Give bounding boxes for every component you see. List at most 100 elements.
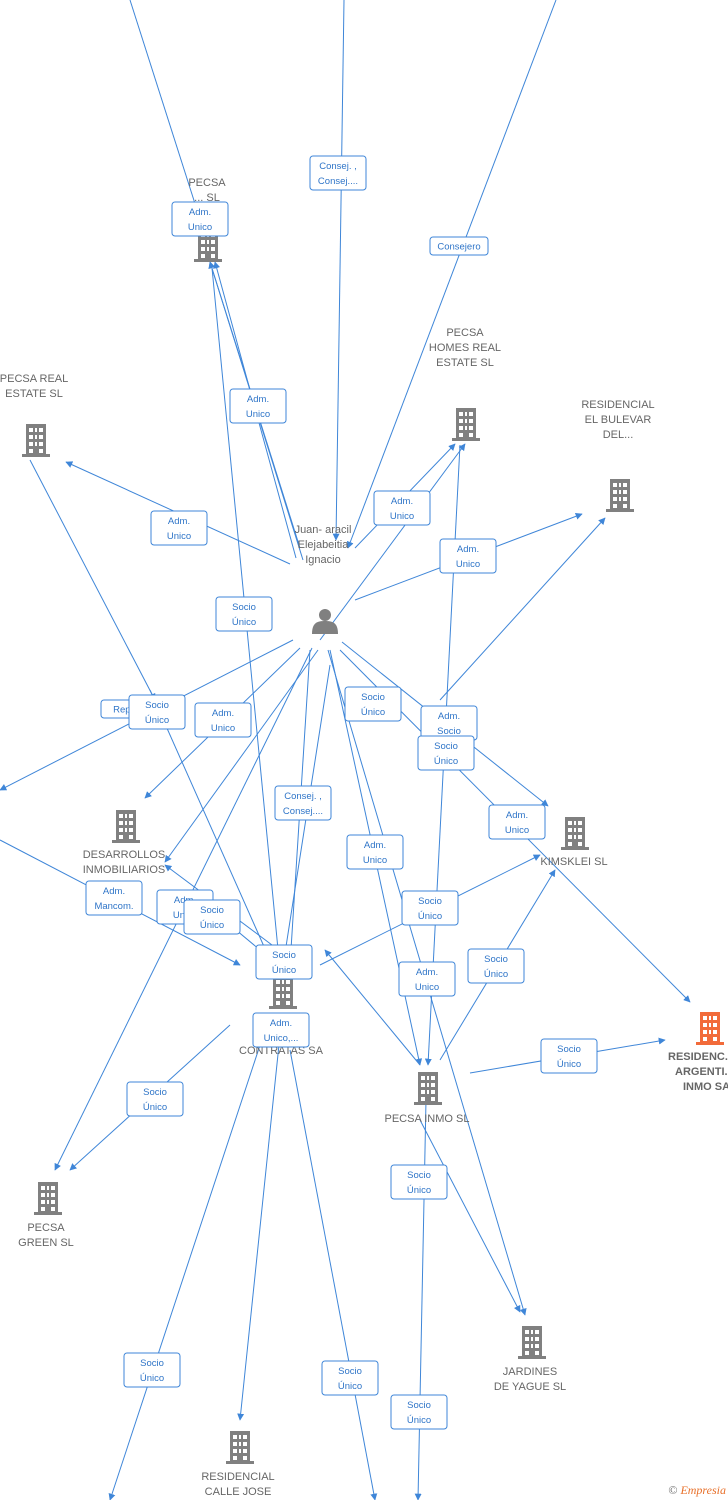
edge-label-box[interactable] [467,948,525,984]
edge-label[interactable]: Consej. ,Consej.... [274,785,332,821]
edge-label-box[interactable] [229,388,287,424]
edge-label[interactable]: Adm.Unico [171,201,229,237]
building-icon[interactable] [226,1431,254,1464]
edge-label[interactable]: Adm.Unico [373,490,431,526]
edge-label-box[interactable] [252,1012,310,1048]
node-label[interactable]: PECSA INMO SL [385,1113,470,1125]
edge-label[interactable]: Consej. ,Consej.... [309,155,367,191]
node-pecsa-sl[interactable]: PECSA... SL [188,177,226,262]
node-label-line: ESTATE SL [436,357,494,369]
edge-label-box[interactable] [373,490,431,526]
edge-label-box[interactable] [274,785,332,821]
building-icon[interactable] [561,817,589,850]
edge-label[interactable]: Adm.Unico,... [252,1012,310,1048]
edge-label[interactable]: Adm.Socio [420,705,478,741]
building-icon[interactable] [22,424,50,457]
edge-label-text: Adm.Unico,... [264,1018,299,1044]
edge-label-box[interactable] [171,201,229,237]
edge-label-box[interactable] [309,155,367,191]
edge-label[interactable]: Adm.Mancom. [85,880,143,916]
edge-label-box[interactable] [390,1394,448,1430]
node-residencial-argentina[interactable]: RESIDENC...ARGENTI...INMO SA [668,1012,728,1093]
edge-label-box[interactable] [183,899,241,935]
edge-label-box[interactable] [401,890,459,926]
edge-label-line: Único [200,920,224,931]
edge-label-box[interactable] [150,510,208,546]
edge-label-text: Adm.Unico [505,810,529,836]
building-icon[interactable] [452,408,480,441]
node-pecsa-inmo[interactable]: PECSA INMO SL [385,1072,470,1125]
edge-label-box[interactable] [255,944,313,980]
edge-label[interactable]: Adm.Unico [346,834,404,870]
edge-label-box[interactable] [398,961,456,997]
node-kimsklei[interactable]: KIMSKLEI SL [540,817,608,868]
edge-label[interactable]: Consejero [429,236,489,256]
edge-label[interactable]: Adm.Unico [488,804,546,840]
edge-label-box[interactable] [321,1360,379,1396]
building-icon[interactable] [518,1326,546,1359]
edge-label-box[interactable] [429,236,489,256]
node-label[interactable]: KIMSKLEI SL [540,856,607,868]
building-icon[interactable] [414,1072,442,1105]
empresia-logo[interactable]: Empresia [680,1483,726,1497]
building-icon[interactable] [34,1182,62,1215]
edge-label-box[interactable] [128,694,186,730]
edge-label-box[interactable] [126,1081,184,1117]
edge-label[interactable]: Adm.Unico [194,702,252,738]
building-icon[interactable] [696,1012,724,1045]
relationship-edge [324,949,421,1066]
edge-label-box[interactable] [540,1038,598,1074]
building-icon[interactable] [606,479,634,512]
edge-label-line: Consej.... [318,176,358,187]
edge-label-box[interactable] [488,804,546,840]
edge-label-box[interactable] [439,538,497,574]
edge-label-box[interactable] [123,1352,181,1388]
edge-label[interactable]: Adm.Unico [439,538,497,574]
edge-label[interactable]: Adm.Unico [229,388,287,424]
edge-label-box[interactable] [346,834,404,870]
node-label[interactable]: RESIDENC...ARGENTI...INMO SA [668,1051,728,1093]
edge-label-box[interactable] [390,1164,448,1200]
edge-label-box[interactable] [344,686,402,722]
edge-label-box[interactable] [417,735,475,771]
building-icon[interactable] [269,976,297,1009]
edge-label[interactable]: Adm.Unico [150,510,208,546]
edge-label-box[interactable] [215,596,273,632]
edge-label-box[interactable] [85,880,143,916]
edge-label-box[interactable] [194,702,252,738]
edge-label[interactable]: Adm.Unico [398,961,456,997]
node-label[interactable]: PECSA... SL [188,177,226,204]
building-icon[interactable] [112,810,140,843]
edge-label-line: Consej. , [284,791,322,802]
